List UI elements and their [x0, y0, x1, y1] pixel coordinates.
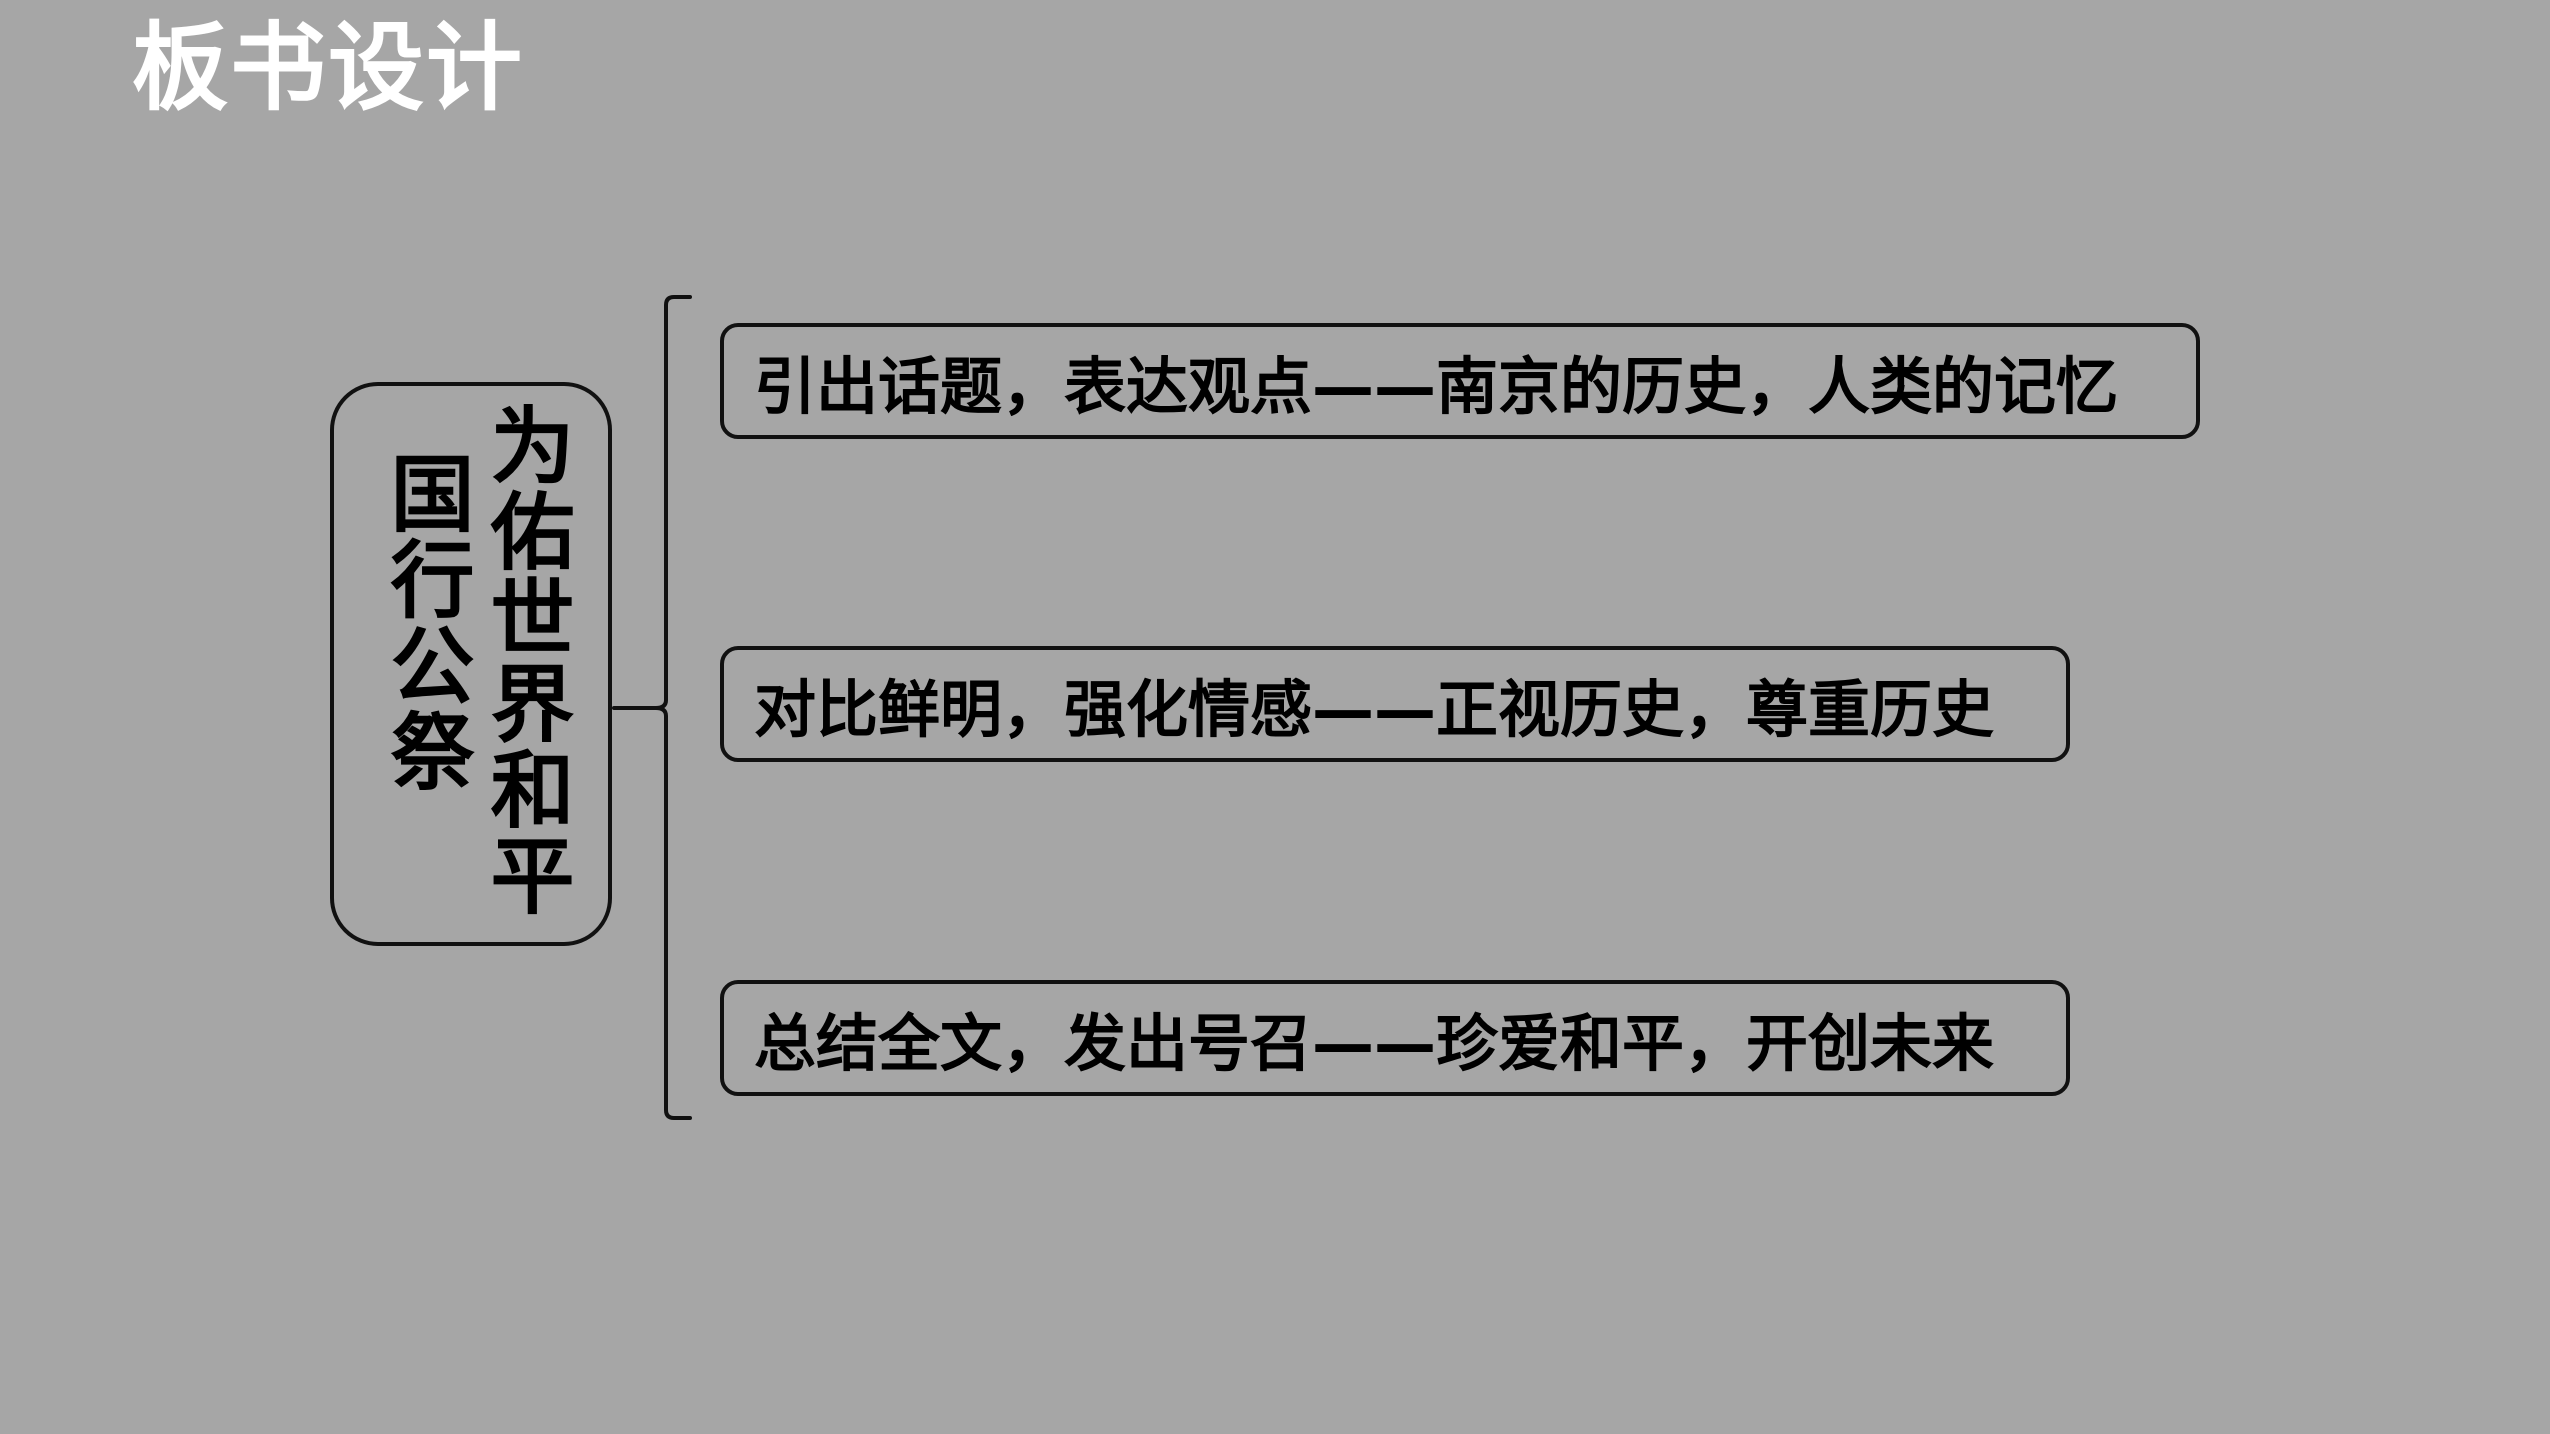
center-topic-sub: 国行公祭: [377, 450, 475, 794]
page-title: 板书设计: [132, 12, 524, 124]
point-box-3: 总结全文，发出号召——珍爱和平，开创未来: [720, 980, 2070, 1096]
point-text-3: 总结全文，发出号召——珍爱和平，开创未来: [754, 1007, 1995, 1080]
center-topic-box: [330, 382, 612, 946]
point-box-1: 引出话题，表达观点——南京的历史，人类的记忆: [720, 323, 2200, 439]
brace-line: [612, 295, 692, 1120]
point-box-2: 对比鲜明，强化情感——正视历史，尊重历史: [720, 646, 2070, 762]
point-text-2: 对比鲜明，强化情感——正视历史，尊重历史: [754, 673, 1995, 746]
point-text-1: 引出话题，表达观点——南京的历史，人类的记忆: [754, 350, 2119, 423]
center-topic-main: 为佑世界和平: [477, 402, 575, 918]
